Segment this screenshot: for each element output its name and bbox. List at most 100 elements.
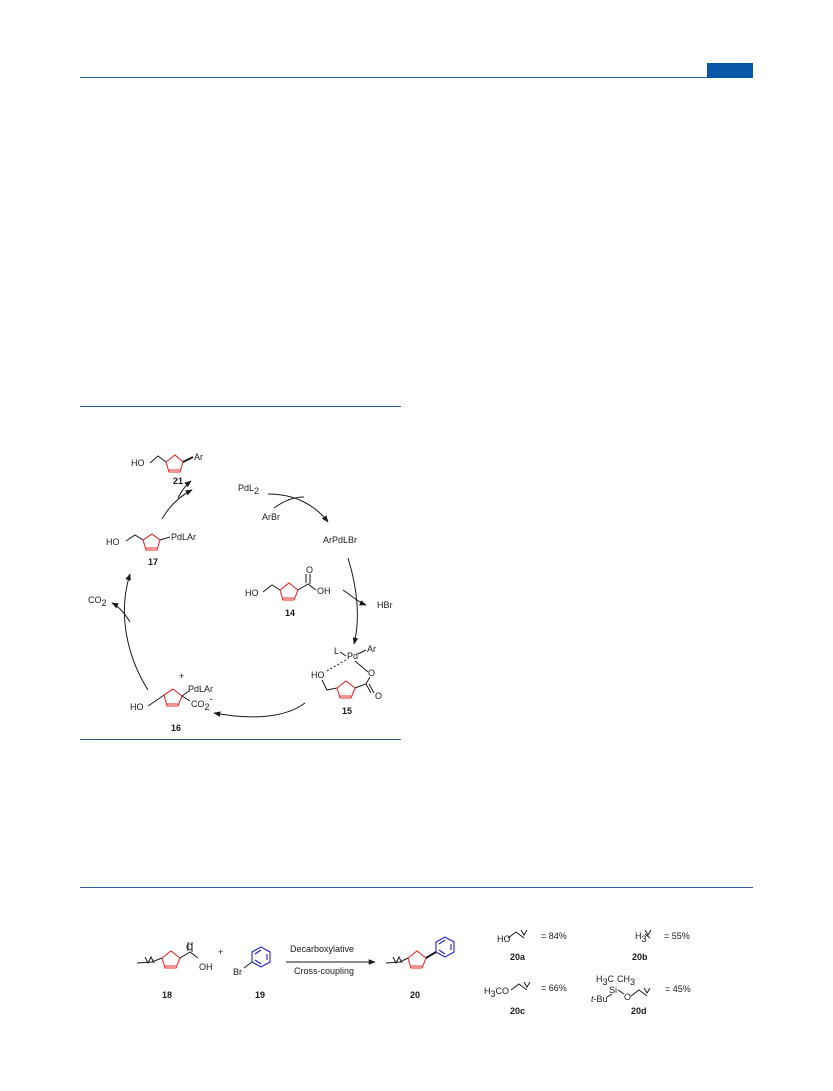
compound-label-20d: 20d: [631, 1006, 647, 1016]
furan-ring-icon: [279, 582, 299, 601]
br-label: Br: [233, 967, 242, 977]
compound-18: O OH 18: [136, 942, 213, 1000]
wavy-bond-icon: [144, 955, 155, 965]
oh-label: OH: [317, 586, 331, 596]
compound-label-16: 16: [171, 723, 181, 733]
bond: [644, 929, 652, 939]
bond: [507, 929, 528, 939]
bond: [181, 690, 191, 702]
bond: [630, 987, 651, 997]
pdlar-label: PdLAr: [171, 532, 196, 542]
bond: [606, 989, 625, 998]
furan-ring-icon: [163, 688, 183, 707]
bond: [425, 951, 437, 959]
dashed-coordination: [324, 659, 347, 673]
compound-16: HO + PdLAr CO2- 16: [130, 671, 213, 733]
bond: [125, 534, 144, 542]
oh-label: OH: [199, 962, 213, 972]
tbu-label: t-Bu: [591, 994, 608, 1004]
furan-ring-icon: [407, 950, 427, 969]
compound-label-20a: 20a: [510, 952, 526, 962]
bond: [149, 455, 167, 464]
co2-out-label: CO2: [88, 595, 107, 608]
bond: [243, 961, 253, 969]
yield-label: = 84%: [541, 931, 567, 941]
arrow-16-to-17: [123, 573, 149, 691]
r-group-20b: H3 = 55% 20b: [632, 929, 690, 962]
group-label: HO: [497, 934, 511, 944]
plus-sign: +: [218, 947, 223, 957]
group-label: H3: [635, 931, 647, 944]
header-tab: [707, 63, 753, 78]
bond: [357, 649, 367, 655]
compound-label-20b: 20b: [632, 952, 648, 962]
arrow-hbr-out: [342, 589, 367, 606]
ar-label: Ar: [194, 452, 203, 462]
r-group-20c: H3CO = 66% 20c: [484, 981, 567, 1016]
group-label: H3CO: [484, 986, 509, 999]
pdl2-label: PdL2: [238, 483, 259, 496]
bond: [354, 676, 375, 694]
arrow-pdl2-to-arpdlbr: [267, 493, 329, 523]
ho-label: HO: [245, 588, 259, 598]
compound-17: HO PdLAr 17: [106, 532, 196, 567]
bond: [179, 942, 199, 959]
arbr-label: ArBr: [262, 512, 280, 522]
pd-o-bond: [354, 660, 369, 673]
arrow-label-bottom: Cross-coupling: [294, 966, 354, 976]
compound-19: Br 19: [233, 946, 271, 1000]
arrow-co2-out: [111, 602, 131, 623]
bond: [159, 536, 171, 541]
bond: [147, 694, 165, 707]
catalytic-cycle: HO Ar 21 PdL2 ArBr ArPdLBr HO PdLAr 17 H…: [88, 452, 393, 733]
h3c-label: H3C: [596, 974, 615, 987]
o2-label: O: [375, 691, 382, 701]
plus-label: +: [179, 671, 184, 681]
o-label: O: [624, 992, 631, 1002]
ch3-label: CH3: [617, 974, 635, 987]
scheme1-top-rule: [80, 406, 401, 407]
ar-label: Ar: [367, 644, 376, 654]
bond: [136, 957, 163, 964]
scheme1-bottom-rule: [80, 739, 401, 740]
furan-ring-icon: [161, 950, 181, 969]
cross-coupling-scheme: O OH 18 + Br 19 Decarboxylative Cross-co…: [136, 929, 691, 1016]
arrow-17-to-21: [161, 489, 193, 520]
compound-label-15: 15: [342, 706, 352, 716]
arrow-15-to-16: [213, 702, 306, 718]
bond: [262, 584, 281, 593]
benzene-ring-icon: [251, 946, 271, 968]
scheme2-top-rule: [80, 887, 753, 888]
arrow-label-top: Decarboxylative: [290, 944, 354, 954]
pdlar-label: PdLAr: [188, 684, 213, 694]
compound-label-19: 19: [255, 990, 265, 1000]
r-group-20a: HO = 84% 20a: [497, 929, 567, 962]
yield-label: = 66%: [541, 983, 567, 993]
arrow-21-to-pdl2: [177, 480, 192, 499]
furan-ring-icon: [165, 454, 184, 473]
ho-label: HO: [130, 702, 144, 712]
compound-label-20c: 20c: [510, 1006, 525, 1016]
arrow-arpdlbr-to-15: [347, 557, 359, 645]
r-group-20d: H3C CH3 Si t-Bu O = 45% 20d: [591, 974, 691, 1016]
o-label: O: [306, 565, 313, 575]
furan-ring-icon: [336, 680, 356, 699]
wavy-bond-icon: [392, 955, 403, 965]
bond: [321, 679, 338, 691]
hbr-label: HBr: [377, 600, 393, 610]
o-label: O: [368, 668, 375, 678]
arpdlbr-label: ArPdLBr: [323, 535, 357, 545]
header-rule: [80, 77, 753, 78]
yield-label: = 55%: [664, 931, 690, 941]
compound-15: L Pd Ar HO O O 15: [311, 644, 382, 716]
benzene-ring-icon: [435, 936, 455, 958]
co2-label: CO2-: [191, 694, 213, 712]
l-label: L: [334, 646, 339, 656]
ho-label: HO: [311, 670, 325, 680]
furan-ring-icon: [142, 533, 161, 551]
bond: [182, 456, 194, 463]
compound-label-21: 21: [173, 476, 183, 486]
yield-label: = 45%: [665, 984, 691, 994]
compound-21: HO Ar 21: [131, 452, 203, 486]
